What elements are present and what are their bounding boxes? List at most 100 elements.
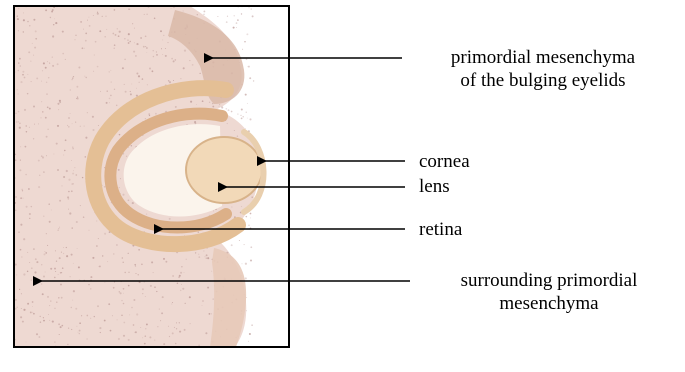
speckle — [128, 253, 129, 254]
speckle — [84, 48, 85, 49]
speckle — [42, 70, 43, 71]
speckle — [46, 155, 47, 156]
speckle — [117, 319, 118, 320]
speckle — [48, 314, 49, 315]
speckle — [128, 339, 130, 341]
speckle — [38, 336, 40, 338]
speckle — [169, 218, 171, 220]
speckle — [34, 271, 36, 273]
speckle — [66, 170, 68, 172]
speckle — [242, 49, 243, 50]
speckle — [247, 118, 248, 119]
speckle — [15, 299, 17, 301]
speckle — [51, 210, 52, 211]
speckle — [31, 280, 32, 281]
speckle — [63, 176, 65, 178]
speckle — [145, 335, 147, 337]
speckle — [90, 276, 92, 278]
speckle — [20, 316, 22, 318]
speckle — [145, 296, 146, 297]
speckle — [225, 108, 227, 110]
speckle — [227, 16, 228, 17]
speckle — [26, 342, 27, 343]
speckle — [54, 341, 55, 342]
speckle — [33, 279, 34, 280]
speckle — [118, 35, 120, 37]
speckle — [47, 106, 49, 108]
speckle — [212, 106, 214, 108]
speckle — [30, 61, 31, 62]
speckle — [136, 88, 137, 89]
speckle — [123, 293, 124, 294]
speckle — [58, 297, 60, 299]
speckle — [19, 169, 21, 171]
speckle — [203, 10, 205, 12]
speckle — [18, 8, 19, 9]
speckle — [21, 256, 22, 257]
speckle — [116, 244, 118, 246]
speckle — [144, 14, 145, 15]
speckle — [122, 257, 123, 258]
speckle — [33, 19, 35, 21]
speckle — [30, 311, 32, 313]
speckle — [56, 261, 57, 262]
speckle — [73, 263, 74, 264]
speckle — [211, 271, 212, 272]
speckle — [21, 189, 23, 191]
speckle — [56, 143, 58, 145]
speckle — [153, 50, 154, 51]
speckle — [50, 300, 51, 301]
speckle — [16, 306, 18, 308]
speckle — [134, 28, 135, 29]
speckle — [78, 266, 80, 268]
speckle — [114, 44, 116, 46]
speckle — [15, 209, 17, 211]
speckle — [246, 33, 248, 35]
speckle — [130, 93, 132, 95]
speckle — [41, 101, 42, 102]
speckle — [43, 62, 45, 64]
speckle — [84, 126, 85, 127]
speckle — [196, 104, 197, 105]
speckle — [17, 18, 19, 20]
speckle — [70, 89, 71, 90]
speckle — [184, 272, 185, 273]
speckle — [119, 291, 120, 292]
speckle — [50, 268, 52, 270]
speckle — [98, 238, 99, 239]
speckle — [128, 42, 130, 44]
speckle — [77, 97, 79, 99]
speckle — [18, 93, 19, 94]
speckle — [58, 228, 59, 229]
speckle — [43, 320, 45, 322]
speckle — [20, 160, 21, 161]
speckle — [244, 244, 245, 245]
label-eyelids-line2: of the bulging eyelids — [414, 69, 672, 92]
speckle — [120, 292, 122, 294]
speckle — [73, 170, 74, 171]
speckle — [195, 252, 196, 253]
lens-shape — [186, 137, 262, 203]
speckle — [33, 313, 35, 315]
speckle — [17, 16, 18, 17]
speckle — [183, 67, 185, 69]
speckle — [136, 273, 137, 274]
speckle — [47, 245, 48, 246]
speckle — [123, 288, 125, 290]
speckle — [153, 56, 155, 58]
speckle — [26, 125, 27, 126]
speckle — [26, 131, 27, 132]
speckle — [71, 160, 72, 161]
speckle — [54, 18, 55, 19]
speckle — [219, 104, 220, 105]
speckle — [22, 321, 24, 323]
speckle — [71, 307, 72, 308]
speckle — [245, 263, 247, 265]
speckle — [107, 90, 108, 91]
speckle — [67, 344, 68, 345]
speckle — [85, 33, 87, 35]
speckle — [21, 293, 22, 294]
speckle — [118, 338, 120, 340]
speckle — [64, 150, 65, 151]
speckle — [43, 317, 44, 318]
